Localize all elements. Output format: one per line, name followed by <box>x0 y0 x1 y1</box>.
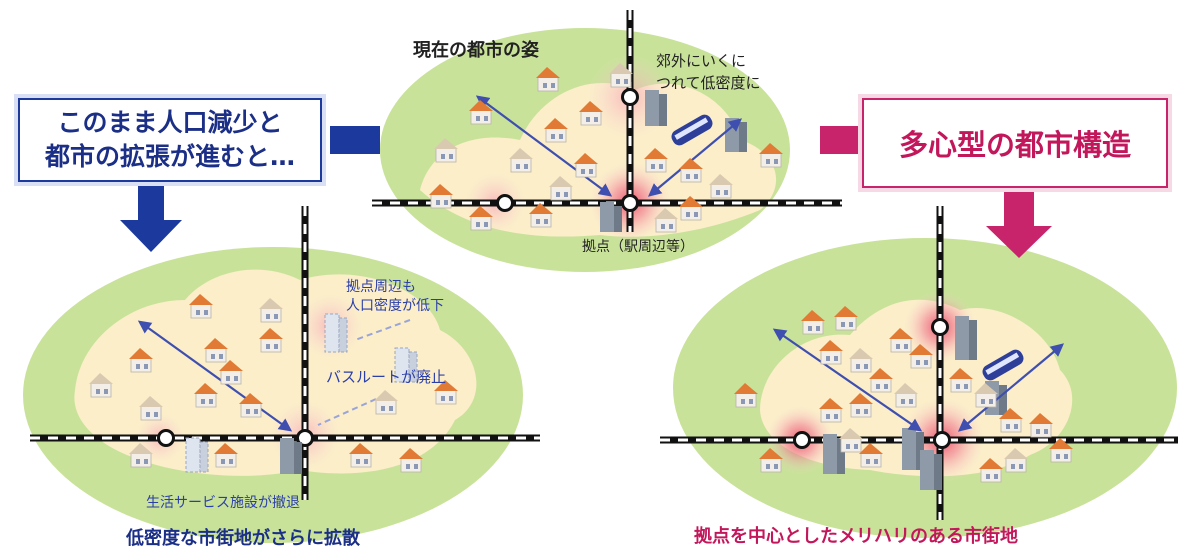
house-icon <box>219 360 243 385</box>
building-icon <box>324 313 348 353</box>
house-icon <box>759 143 783 168</box>
right-box-text: 多心型の都市構造 <box>898 128 1131 162</box>
station-node-icon <box>496 194 514 212</box>
hub-density-line1: 拠点周辺も <box>346 279 416 295</box>
house-icon <box>801 310 825 335</box>
suburb-note-line2: つれて低密度に <box>656 74 761 92</box>
house-icon <box>214 443 238 468</box>
house-icon <box>609 63 633 88</box>
movement-arrow <box>647 118 743 197</box>
house-icon <box>374 390 398 415</box>
left-box-line2: 都市の拡張が進むと… <box>44 142 295 171</box>
house-icon <box>204 338 228 363</box>
house-icon <box>544 118 568 143</box>
building-icon <box>280 438 302 474</box>
house-icon <box>349 443 373 468</box>
house-icon <box>979 458 1003 483</box>
hub-label: 拠点（駅周辺等） <box>582 239 694 255</box>
house-icon <box>259 328 283 353</box>
station-node-icon <box>793 431 811 449</box>
house-icon <box>399 448 423 473</box>
station-node-icon <box>933 431 951 449</box>
house-icon <box>139 396 163 421</box>
house-icon <box>1004 448 1028 473</box>
scenario-box-left: このまま人口減少と 都市の拡張が進むと… <box>18 98 322 182</box>
house-icon <box>819 340 843 365</box>
house-icon <box>974 383 998 408</box>
movement-arrow <box>957 343 1065 432</box>
house-icon <box>889 328 913 353</box>
station-node-icon <box>296 429 314 447</box>
polycentric-caption: 拠点を中心としたメリハリのある市街地 <box>694 526 1018 547</box>
bus-route-note: バスルートが廃止 <box>326 368 447 386</box>
house-icon <box>679 196 703 221</box>
house-icon <box>469 100 493 125</box>
house-icon <box>189 294 213 319</box>
house-icon <box>679 158 703 183</box>
left-box-line1: このまま人口減少と <box>57 108 283 137</box>
building-icon <box>394 347 418 383</box>
building-icon <box>185 437 209 473</box>
house-icon <box>239 393 263 418</box>
house-icon <box>734 383 758 408</box>
house-icon <box>849 393 873 418</box>
house-icon <box>834 306 858 331</box>
building-icon <box>600 202 622 232</box>
suburb-note-line1: 郊外にいくに <box>656 52 747 70</box>
house-icon <box>574 153 598 178</box>
station-node-icon <box>621 88 639 106</box>
bus-route-line <box>317 394 386 426</box>
house-icon <box>194 383 218 408</box>
house-icon <box>819 398 843 423</box>
building-icon <box>645 90 667 126</box>
sprawl-caption: 低密度な市街地がさらに拡散 <box>126 528 360 549</box>
house-icon <box>644 148 668 173</box>
house-icon <box>869 368 893 393</box>
house-icon <box>759 448 783 473</box>
house-icon <box>709 174 733 199</box>
house-icon <box>469 206 493 231</box>
house-icon <box>849 348 873 373</box>
station-node-icon <box>157 429 175 447</box>
building-icon <box>955 316 977 360</box>
building-icon <box>920 450 942 490</box>
house-icon <box>89 373 113 398</box>
hub-density-note: 拠点周辺も 人口密度が低下 <box>346 278 486 316</box>
house-icon <box>894 383 918 408</box>
house-icon <box>859 443 883 468</box>
building-icon <box>823 434 845 474</box>
service-withdrawal-note: 生活サービス施設が撤退 <box>146 495 300 511</box>
house-icon <box>1049 438 1073 463</box>
house-icon <box>129 348 153 373</box>
house-icon <box>259 298 283 323</box>
movement-arrow <box>137 320 293 432</box>
house-icon <box>999 408 1023 433</box>
station-node-icon <box>931 318 949 336</box>
house-icon <box>529 203 553 228</box>
side-arrow-icon <box>330 126 858 154</box>
house-icon <box>839 428 863 453</box>
house-icon <box>949 368 973 393</box>
house-icon <box>536 67 560 92</box>
house-icon <box>434 138 458 163</box>
movement-arrow <box>772 328 923 432</box>
station-node-icon <box>621 194 639 212</box>
house-icon <box>434 380 458 405</box>
house-icon <box>429 184 453 209</box>
house-icon <box>654 208 678 233</box>
house-icon <box>579 101 603 126</box>
house-icon <box>909 344 933 369</box>
house-icon <box>129 443 153 468</box>
house-icon <box>509 148 533 173</box>
down-arrow-icon <box>120 186 1052 258</box>
house-icon <box>1029 413 1053 438</box>
current-city-title: 現在の都市の姿 <box>413 40 539 61</box>
suburb-density-note: 郊外にいくに つれて低密度に <box>656 50 796 94</box>
hub-density-line2: 人口密度が低下 <box>346 298 444 314</box>
scenario-box-right: 多心型の都市構造 <box>862 98 1168 188</box>
movement-arrow <box>475 95 613 197</box>
house-icon <box>549 176 573 201</box>
